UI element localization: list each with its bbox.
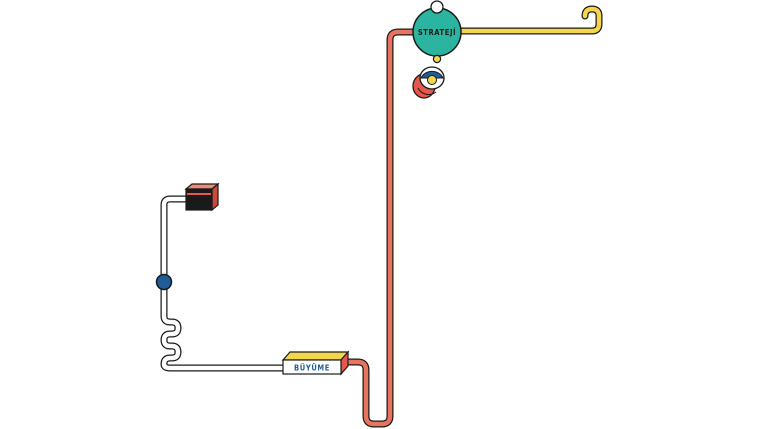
strategy-node: STRATEJİ — [412, 0, 462, 64]
strategy-label: STRATEJİ — [418, 28, 456, 37]
blue-joint — [155, 273, 173, 291]
source-box — [184, 182, 220, 212]
hanging-gadget — [412, 66, 445, 99]
white-pipe — [160, 195, 287, 372]
red-pipe — [338, 28, 418, 428]
growth-box: BÜYÜME — [281, 350, 350, 376]
yellow-pipe — [458, 5, 603, 35]
growth-label: BÜYÜME — [294, 364, 330, 373]
